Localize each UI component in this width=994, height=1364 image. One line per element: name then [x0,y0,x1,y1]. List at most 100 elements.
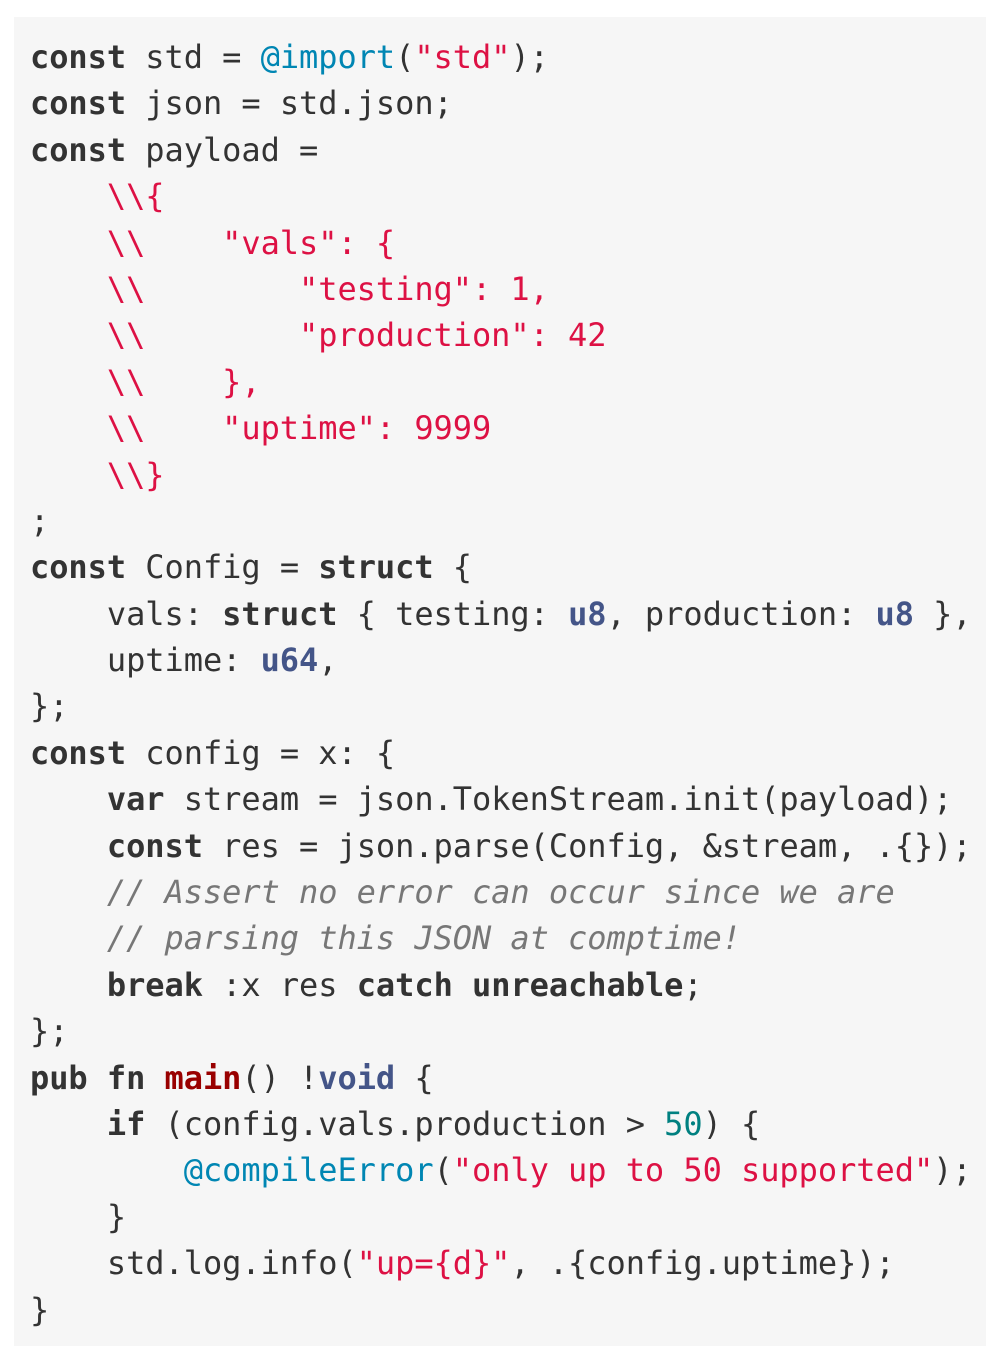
code-text-token: std.log.info( [30,1244,357,1283]
keyword-token: struct [318,548,434,587]
builtin-token: @import [260,38,396,76]
code-text-token: , production: [606,594,876,633]
type-token: u8 [875,594,914,633]
keyword-token: const [106,826,203,865]
string-token: \\ "vals": { [30,223,396,262]
function-name-token: main [164,1058,242,1097]
keyword-token: struct [222,594,338,633]
code-line: const std = @import("std"); [30,34,986,80]
code-line: const res = json.parse(Config, &stream, … [30,823,986,869]
code-text-token [30,780,107,818]
code-line: \\ "vals": { [30,220,986,266]
code-block: const std = @import("std");const json = … [14,17,986,1346]
code-text-token: () ! [241,1058,319,1097]
builtin-token: @compileError [183,1151,434,1190]
code-text-token: stream = json.TokenStream.init(payload); [164,780,953,819]
code-text-token: uptime: [30,641,261,680]
code-text-token: ; [30,501,50,540]
string-token: \\ "testing": 1, [30,269,549,308]
keyword-token: var [106,780,165,819]
keyword-token: catch [356,965,453,1004]
code-line: const payload = [30,127,986,173]
code-line: \\ "testing": 1, [30,266,986,312]
code-text-token: res = json.parse(Config, &stream, .{}); [202,826,972,865]
code-text-token: }, [913,594,972,633]
code-text-token [145,1059,164,1097]
code-line: const Config = struct { [30,544,986,590]
string-token: "std" [414,38,511,76]
code-text-token [30,1151,184,1189]
code-line: }; [30,1008,986,1054]
code-text-token: ( [433,1151,453,1190]
string-token: \\} [30,455,165,494]
string-token: "up={d}" [356,1244,511,1283]
code-text-token: }; [30,687,69,726]
code-text-token [30,827,107,865]
code-text-token: config = x: { [126,733,396,772]
code-text-token: , [318,641,338,680]
code-line: \\ "uptime": 9999 [30,405,986,451]
code-text-token: }; [30,1012,69,1051]
string-token: \\ }, [30,362,261,401]
string-token: \\{ [30,177,165,216]
code-line: \\ }, [30,359,986,405]
code-line: } [30,1287,986,1333]
keyword-token: fn [106,1058,146,1097]
code-text-token [453,966,472,1004]
type-token: u8 [568,594,607,633]
keyword-token: const [30,84,127,123]
keyword-token: if [106,1104,146,1143]
comment-token: // Assert no error can occur since we ar… [30,873,895,912]
code-text-token: std = [126,38,261,76]
type-token: void [318,1058,396,1097]
code-text-token: ; [683,965,703,1004]
code-text-token: ); [933,1151,972,1190]
code-line: }; [30,683,986,729]
code-text-token: :x res [202,965,357,1004]
keyword-token: const [30,130,127,169]
keyword-token: const [30,548,127,587]
code-text-token: json = std.json; [126,84,453,123]
code-text-token [30,966,107,1004]
code-line: ; [30,498,986,544]
code-text-token: { [395,1058,434,1097]
code-line: std.log.info("up={d}", .{config.uptime})… [30,1240,986,1286]
string-token: "only up to 50 supported" [452,1151,934,1190]
code-line: // Assert no error can occur since we ar… [30,869,986,915]
keyword-token: pub [30,1058,88,1097]
comment-token: // parsing this JSON at comptime! [30,919,741,958]
code-line: uptime: u64, [30,637,986,683]
keyword-token: unreachable [472,965,684,1004]
code-text-token: (config.vals.production > [145,1104,665,1143]
code-text-token: } [30,1290,50,1329]
code-text-token: vals: [30,594,223,633]
code-text-token [30,1105,107,1143]
code-text-token: ) { [702,1104,761,1143]
code-line: const config = x: { [30,730,986,776]
code-line: vals: struct { testing: u8, production: … [30,591,986,637]
code-line: } [30,1194,986,1240]
code-line: \\ "production": 42 [30,312,986,358]
code-text-token: } [30,1197,127,1236]
code-text-token: payload = [126,130,319,169]
code-text-token: ); [510,38,549,76]
keyword-token: const [30,38,127,76]
string-token: \\ "production": 42 [30,316,607,355]
code-line: if (config.vals.production > 50) { [30,1101,986,1147]
string-token: \\ "uptime": 9999 [30,409,492,448]
code-text-token: ( [395,38,415,76]
code-text-token: { testing: [337,594,569,633]
code-text-token [88,1059,107,1097]
code-line: break :x res catch unreachable; [30,962,986,1008]
code-line: // parsing this JSON at comptime! [30,915,986,961]
keyword-token: const [30,733,127,772]
code-text-token: Config = [126,548,319,587]
code-text-token: { [433,548,472,587]
type-token: u64 [260,641,319,680]
code-line: const json = std.json; [30,80,986,126]
number-token: 50 [664,1104,703,1143]
keyword-token: break [106,965,203,1004]
code-line: @compileError("only up to 50 supported")… [30,1147,986,1193]
code-line: \\{ [30,173,986,219]
code-line: var stream = json.TokenStream.init(paylo… [30,776,986,822]
